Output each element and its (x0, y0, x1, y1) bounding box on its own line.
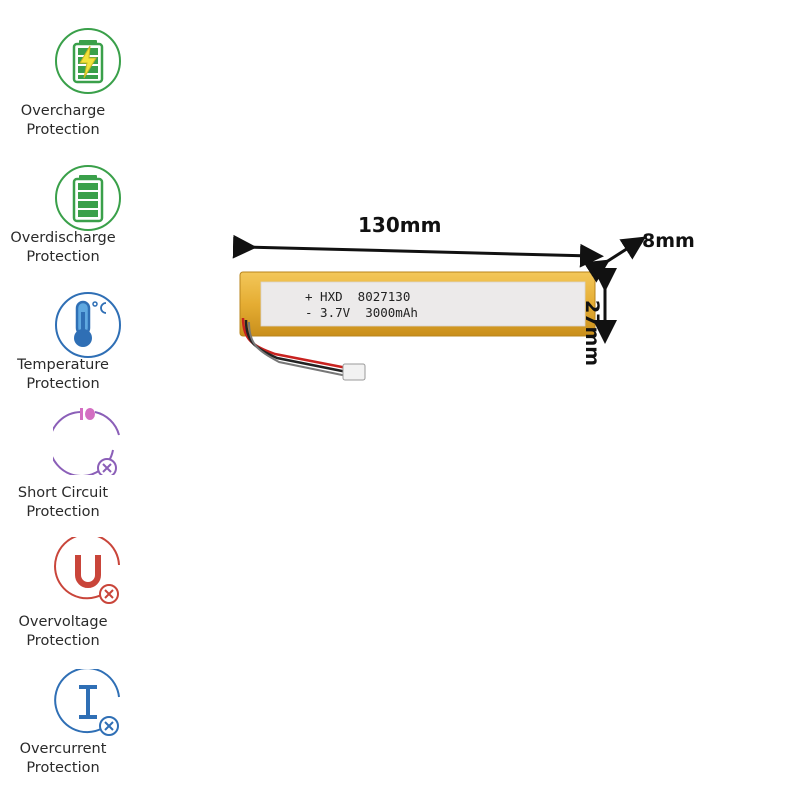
feature-overcurrent: Overcurrent Protection (0, 669, 140, 794)
feature-label-line1: Overcurrent (19, 741, 107, 757)
feature-temperature: Temperature Protection (0, 290, 140, 415)
width-label: 27mm (581, 300, 603, 367)
feature-label-line2: Protection (26, 122, 100, 138)
feature-label-line2: Protection (26, 760, 100, 776)
product-image-area (215, 60, 735, 710)
battery-connector (342, 363, 366, 381)
length-label: 130mm (358, 213, 442, 237)
feature-overvoltage: Overvoltage Protection (0, 537, 140, 662)
feature-overcharge: Overcharge Protection (0, 26, 140, 151)
feature-label-line1: Short Circuit (17, 485, 109, 501)
feature-label-line1: Overcharge (20, 103, 106, 119)
thickness-label: 8mm (642, 230, 695, 252)
thermometer-icon (53, 290, 123, 360)
battery-full-icon (53, 163, 123, 233)
battery-pack: + HXD 8027130 - 3.7V 3000mAh (235, 270, 605, 390)
feature-label-line1: Temperature (17, 357, 109, 373)
feature-label-line2: Protection (26, 633, 100, 649)
feature-label-line2: Protection (26, 504, 100, 520)
battery-wire-grey (248, 321, 348, 377)
overvoltage-icon (53, 537, 123, 607)
overcurrent-icon (53, 669, 123, 739)
feature-label-line1: Overdischarge (10, 230, 116, 246)
battery-label-line1: + HXD 8027130 (305, 289, 410, 304)
battery-label (260, 281, 586, 327)
battery-charging-icon (53, 26, 123, 96)
feature-label-line2: Protection (26, 376, 100, 392)
short-circuit-icon (53, 405, 123, 475)
feature-short-circuit: Short Circuit Protection (0, 405, 140, 530)
battery-label-line2: - 3.7V 3000mAh (305, 305, 418, 320)
feature-overdischarge: Overdischarge Protection (0, 163, 140, 288)
feature-label-line1: Overvoltage (18, 614, 108, 630)
feature-label-line2: Protection (26, 249, 100, 265)
